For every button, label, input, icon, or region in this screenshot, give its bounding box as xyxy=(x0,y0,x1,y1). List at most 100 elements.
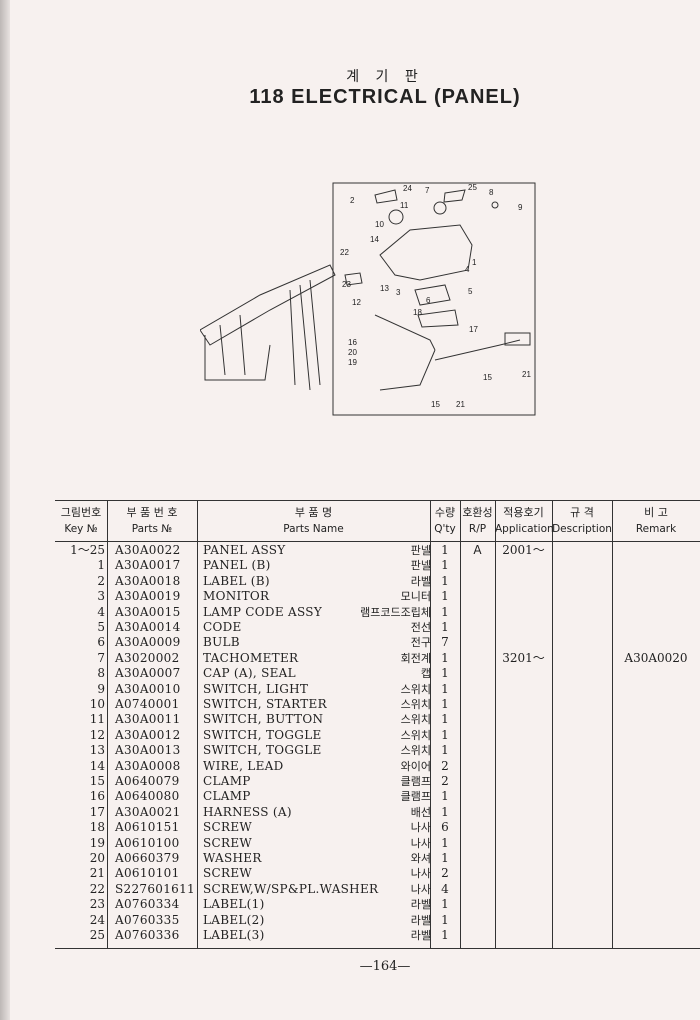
page-number: —164— xyxy=(359,959,411,974)
cell-kr: 클램프 xyxy=(400,775,431,788)
cell-name: MONITOR xyxy=(203,589,270,604)
cell-qty: 1 xyxy=(441,573,449,588)
cell-key: 14 xyxy=(89,758,105,773)
cell-part: A0740001 xyxy=(115,697,180,711)
cell-qty: 1 xyxy=(441,835,449,850)
cell-kr: 판넬 xyxy=(410,559,431,573)
cell-qty: 1 xyxy=(441,620,449,634)
cell-key: 15 xyxy=(89,774,105,788)
cell-name: HARNESS (A) xyxy=(203,804,292,819)
cell-qty: 4 xyxy=(441,881,449,896)
cell-key: 1 xyxy=(97,558,105,573)
cell-part: A0640079 xyxy=(115,774,180,788)
cell-part: A30A0013 xyxy=(115,743,181,758)
cell-key: 13 xyxy=(89,743,105,758)
header-english: R/P xyxy=(468,523,487,535)
cell-qty: 7 xyxy=(441,635,449,650)
header-korean: 부 품 번 호 xyxy=(126,506,178,519)
cell-qty: 1 xyxy=(441,558,449,573)
cell-name: BULB xyxy=(203,635,240,650)
cell-name: LAMP CODE ASSY xyxy=(203,604,323,619)
cell-name: LABEL (B) xyxy=(203,573,270,588)
cell-kr: 와셔 xyxy=(410,852,431,865)
cell-rp: A xyxy=(473,543,482,557)
cell-kr: 스위치 xyxy=(400,744,431,758)
cell-name: SCREW xyxy=(203,820,253,835)
cell-part: A30A0019 xyxy=(115,589,181,604)
cell-qty: 1 xyxy=(441,589,449,604)
cell-key: 17 xyxy=(89,804,105,819)
cell-name: CODE xyxy=(203,620,242,634)
cell-part: A0610151 xyxy=(115,820,180,835)
cell-name: SCREW xyxy=(203,866,253,881)
cell-name: SWITCH, STARTER xyxy=(203,697,327,711)
cell-name: LABEL(2) xyxy=(203,912,265,927)
diagram-callout: 21 xyxy=(522,370,531,379)
cell-part: A30A0021 xyxy=(115,804,181,819)
header-korean: 규 격 xyxy=(570,506,594,519)
cell-kr: 판넬 xyxy=(410,544,431,557)
cell-part: A30A0015 xyxy=(115,604,181,619)
cell-part: A3020002 xyxy=(115,650,180,665)
cell-name: WIRE, LEAD xyxy=(203,758,284,773)
diagram-callout: 4 xyxy=(465,265,470,274)
diagram-callout: 17 xyxy=(469,325,478,334)
cell-kr: 라벨 xyxy=(410,574,431,588)
cell-part: A0760336 xyxy=(115,928,180,942)
cell-name: TACHOMETER xyxy=(203,650,299,665)
diagram-callout: 7 xyxy=(425,186,430,195)
table-row: 13 A30A0013 SWITCH, TOGGLE 스위치 1 xyxy=(55,743,700,758)
diagram-callout: 16 xyxy=(348,338,357,347)
cell-key: 18 xyxy=(89,820,105,835)
diagram-callout: 15 xyxy=(483,373,492,382)
cell-qty: 6 xyxy=(441,820,449,835)
cell-part: A30A0017 xyxy=(115,558,181,573)
machine-body xyxy=(200,264,336,381)
cell-name: SCREW,W/SP&PL.WASHER xyxy=(203,881,379,896)
cell-qty: 1 xyxy=(441,851,449,865)
cell-kr: 캡 xyxy=(420,667,431,681)
cell-kr: 스위치 xyxy=(400,728,431,742)
cell-kr: 스위치 xyxy=(400,713,431,727)
cell-key: 11 xyxy=(89,712,105,727)
diagram-callout: 19 xyxy=(348,358,357,367)
cell-kr: 클램프 xyxy=(400,790,431,804)
cell-qty: 1 xyxy=(441,912,449,927)
cell-key: 8 xyxy=(97,666,105,681)
diagram-callout: 5 xyxy=(468,287,473,296)
table-row: 1 A30A0017 PANEL (B) 판넬 1 xyxy=(55,558,700,573)
diagram-callout: 1 xyxy=(472,258,477,267)
diagram-callout: 15 xyxy=(431,400,440,409)
cell-key: 23 xyxy=(89,897,105,912)
scan-edge xyxy=(0,0,10,1020)
cell-name: SWITCH, LIGHT xyxy=(203,681,309,696)
diagram-callout: 9 xyxy=(518,203,523,212)
cell-key: 12 xyxy=(89,727,105,742)
header-cell: 부 품 번 호 Parts № xyxy=(107,504,197,538)
cell-qty: 1 xyxy=(441,650,449,665)
cell-part: A0610101 xyxy=(115,866,180,881)
cell-name: PANEL (B) xyxy=(203,558,271,573)
header-english: Parts № xyxy=(131,523,173,535)
cell-kr: 라벨 xyxy=(410,929,431,942)
header-english: Remark xyxy=(635,523,677,535)
cell-name: CLAMP xyxy=(203,774,251,788)
cell-key: 20 xyxy=(89,851,105,865)
cell-name: SWITCH, TOGGLE xyxy=(203,743,322,758)
cell-qty: 2 xyxy=(441,758,449,773)
header-english: Q'ty xyxy=(434,523,456,535)
diagram-callout: 2 xyxy=(350,196,355,205)
cell-part: A30A0014 xyxy=(115,620,181,634)
diagram-callout: 10 xyxy=(375,220,384,229)
cell-qty: 1 xyxy=(441,743,449,758)
